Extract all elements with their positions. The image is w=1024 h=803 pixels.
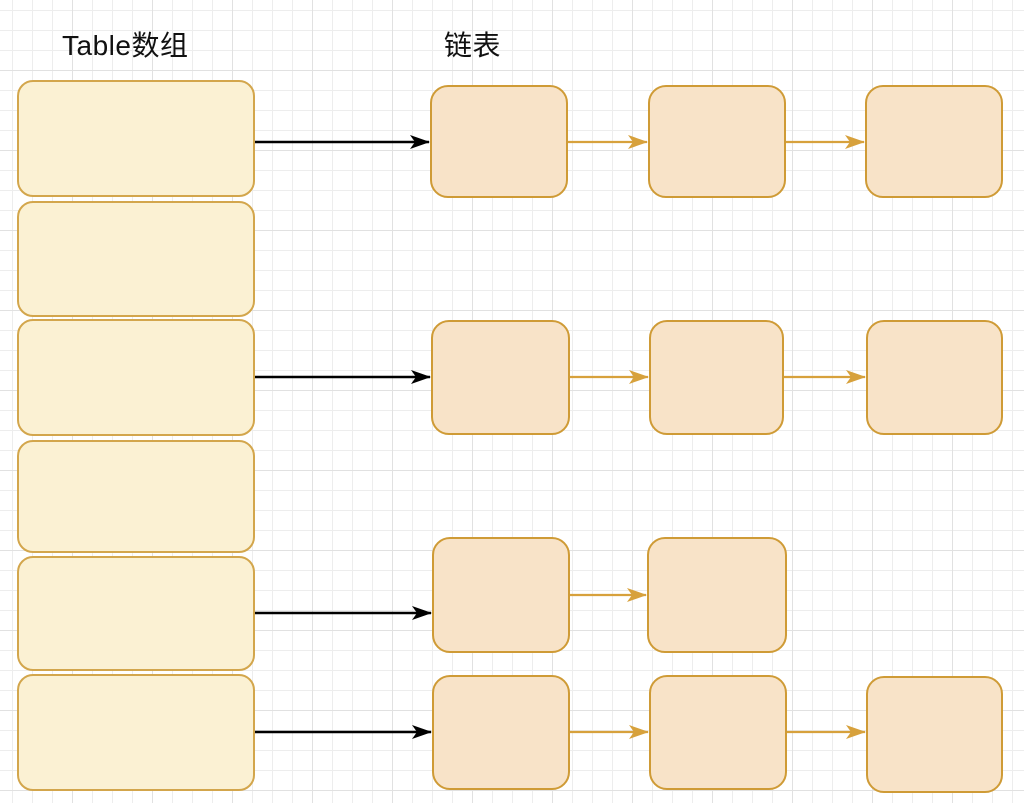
linked-list-title: 链表 xyxy=(444,30,502,61)
list-node-r2-c1 xyxy=(431,320,570,435)
list-node-r2-c2 xyxy=(649,320,784,435)
list-node-r1-c2 xyxy=(648,85,786,198)
list-node-r3-c1 xyxy=(432,537,570,653)
table-slot-1 xyxy=(17,80,255,197)
table-slot-4 xyxy=(17,440,255,553)
list-node-r4-c1 xyxy=(432,675,570,790)
list-node-r2-c3 xyxy=(866,320,1003,435)
table-array-title: Table数组 xyxy=(62,30,189,61)
table-slot-5 xyxy=(17,556,255,671)
list-node-r1-c1 xyxy=(430,85,568,198)
list-node-r4-c2 xyxy=(649,675,787,790)
list-node-r4-c3 xyxy=(866,676,1003,793)
list-node-r3-c2 xyxy=(647,537,787,653)
table-slot-3 xyxy=(17,319,255,436)
table-slot-6 xyxy=(17,674,255,791)
list-node-r1-c3 xyxy=(865,85,1003,198)
table-slot-2 xyxy=(17,201,255,317)
